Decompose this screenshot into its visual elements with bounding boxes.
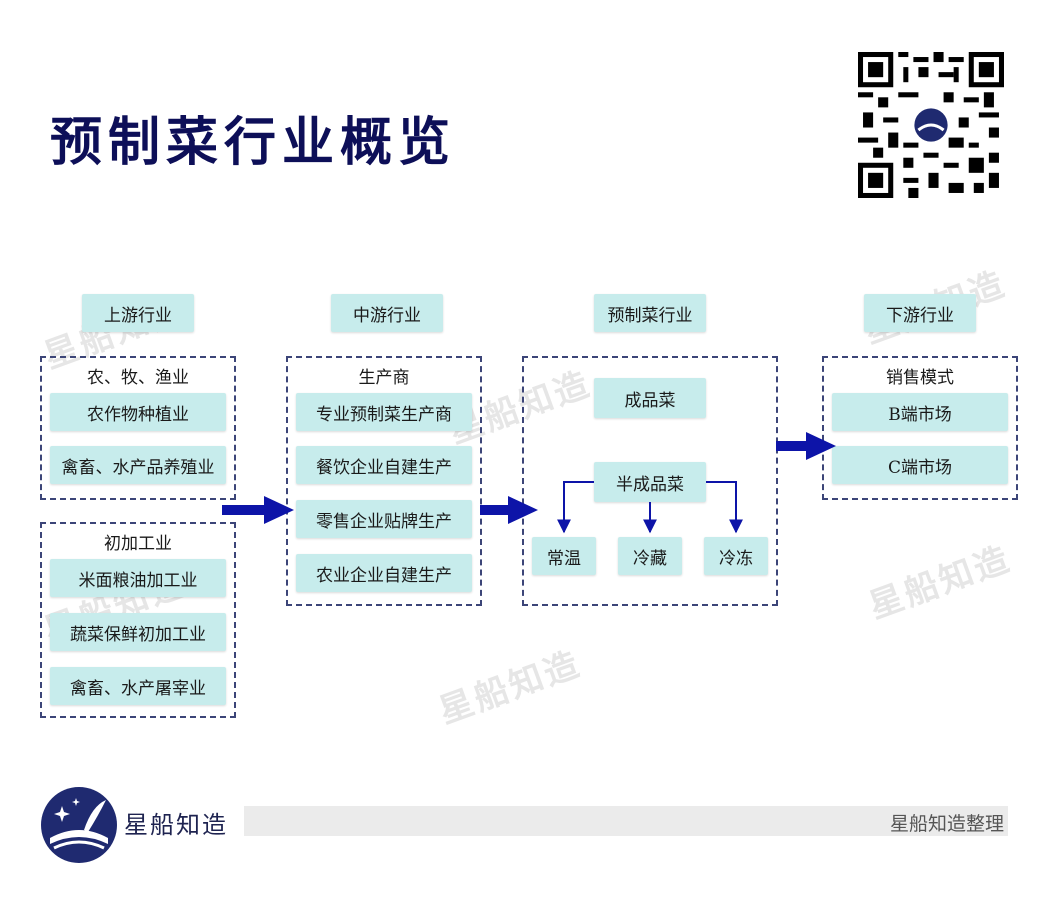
storage-type-box: 冷冻 [704, 537, 768, 575]
midstream-item: 餐饮企业自建生产 [296, 446, 472, 484]
footer-note: 星船知造整理 [889, 813, 1004, 835]
footer-bar [244, 806, 1008, 836]
semi-dish-branches [557, 481, 743, 534]
group-title: 销售模式 [886, 368, 954, 388]
upstream-item: 蔬菜保鲜初加工业 [50, 613, 226, 651]
downstream-item: C端市场 [832, 446, 1008, 484]
downstream-group [822, 356, 1018, 500]
upstream-item: 农作物种植业 [50, 393, 226, 431]
storage-type-box: 常温 [532, 537, 596, 575]
group-title: 农、牧、渔业 [87, 368, 189, 388]
storage-type-box: 冷藏 [618, 537, 682, 575]
arrow-prepared-to-downstream [776, 432, 836, 460]
upstream-item: 禽畜、水产屠宰业 [50, 667, 226, 705]
semi-finished-dish-box: 半成品菜 [594, 462, 706, 502]
midstream-item: 专业预制菜生产商 [296, 393, 472, 431]
upstream-item: 禽畜、水产品养殖业 [50, 446, 226, 484]
downstream-item: B端市场 [832, 393, 1008, 431]
page-title: 预制菜行业概览 [50, 113, 457, 173]
upstream-group-farming [40, 356, 236, 500]
prepared-group [522, 356, 778, 606]
upstream-group-processing [40, 522, 236, 718]
arrow-midstream-to-prepared [480, 496, 538, 524]
downstream-header: 下游行业 [864, 294, 976, 332]
finished-dish-box: 成品菜 [594, 378, 706, 418]
midstream-group [286, 356, 482, 606]
midstream-header: 中游行业 [331, 294, 443, 332]
qr-code [858, 52, 1004, 198]
midstream-item: 零售企业贴牌生产 [296, 500, 472, 538]
group-title: 初加工业 [104, 534, 172, 554]
midstream-item: 农业企业自建生产 [296, 554, 472, 592]
brand-name: 星船知造 [124, 811, 228, 839]
arrow-upstream-to-midstream [222, 496, 294, 524]
upstream-header: 上游行业 [82, 294, 194, 332]
group-title: 生产商 [358, 368, 410, 388]
upstream-item: 米面粮油加工业 [50, 559, 226, 597]
brand-logo-icon [41, 787, 117, 863]
prepared-header: 预制菜行业 [594, 294, 706, 332]
